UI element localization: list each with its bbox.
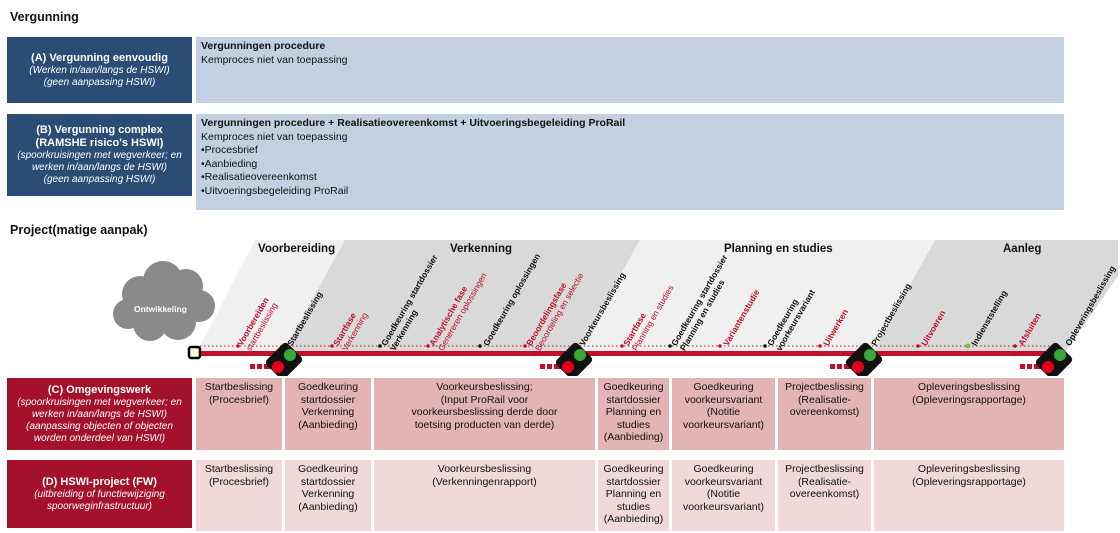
row-d-label: (D) HSWI-project (FW) (uitbreiding of fu…: [7, 460, 192, 528]
project-title: Project(matige aanpak): [10, 223, 148, 237]
row-b-title: (B) Vergunning complex (RAMSHE risico's …: [35, 124, 164, 149]
phase-band-verkenning: [282, 240, 640, 354]
row-c-sub: (spoorkruisingen met wegverkeer; en werk…: [17, 396, 182, 444]
row-d-sub: (uitbreiding of functiewijziging spoorwe…: [34, 488, 165, 512]
phase-planning: Planning en studies: [724, 243, 833, 255]
row-a-box: Vergunningen procedure Kemproces niet va…: [196, 37, 1064, 103]
cloud-label: Ontwikkeling: [134, 304, 187, 314]
row-b-sub1: (spoorkruisingen met wegverkeer; en werk…: [17, 150, 182, 173]
cloud-shape: [113, 261, 215, 341]
track-line: [200, 351, 1058, 356]
row-c-cell: Opleveringsbeslissing(Opleveringsrapport…: [874, 378, 1064, 450]
row-b-sub2: (geen aanpassing HSWI): [43, 174, 156, 185]
signal-4: [1020, 342, 1073, 376]
row-b-box: Vergunningen procedure + Realisatieovere…: [196, 114, 1064, 210]
row-c-cell: Projectbeslissing(Realisatie-overeenkoms…: [778, 378, 871, 450]
timeline-graphic: [113, 240, 1118, 376]
row-a-sub1: (Werken in/aan/langs de HSWI): [29, 64, 170, 76]
row-b-label: (B) Vergunning complex (RAMSHE risico's …: [7, 114, 192, 196]
row-d-title: (D) HSWI-project (FW): [42, 475, 157, 488]
row-b-box-line: Kemproces niet van toepassing: [201, 130, 348, 143]
row-a-box-line: Kemproces niet van toepassing: [201, 53, 348, 66]
row-b-bullet: •Realisatieovereenkomst: [201, 171, 317, 183]
phase-voorbereiding: Voorbereiding: [258, 243, 336, 255]
row-a-box-title: Vergunningen procedure: [201, 40, 326, 52]
phase-verkenning: Verkenning: [450, 243, 512, 255]
signal-1: [250, 342, 303, 376]
vergunning-title: Vergunning: [10, 10, 79, 24]
phase-band-voorbereiding: [196, 240, 345, 354]
row-a-sub2: (geen aanpassing HSWI): [43, 76, 156, 88]
row-b-box-title: Vergunningen procedure + Realisatieovere…: [201, 117, 626, 129]
row-a-title: (A) Vergunning eenvoudig: [31, 51, 168, 64]
row-c-label: (C) Omgevingswerk (spoorkruisingen met w…: [7, 378, 192, 450]
row-d-cell: Voorkeursbeslissing(Verkenningenrapport): [374, 460, 595, 531]
phase-aanleg: Aanleg: [1003, 243, 1042, 255]
row-b-bullet: •Uitvoeringsbegeleiding ProRail: [201, 184, 349, 197]
row-c-cell: Startbeslissing(Procesbrief): [196, 378, 282, 450]
phase-band-aanleg: [872, 240, 1118, 354]
phase-band-planning: [576, 240, 935, 354]
row-b-bullet: •Aanbieding: [201, 157, 258, 170]
row-a-label: (A) Vergunning eenvoudig (Werken in/aan/…: [7, 37, 192, 103]
row-d-cell: Opleveringsbeslissing(Opleveringsrapport…: [874, 460, 1064, 531]
row-b-bullet: •Procesbrief: [201, 144, 258, 156]
row-d-cell: Projectbeslissing(Realisatie-overeenkoms…: [778, 460, 871, 531]
row-d-cell: Startbeslissing(Procesbrief): [196, 460, 282, 531]
signal-2: [540, 342, 593, 376]
milestone-dots: [236, 343, 1017, 349]
signal-3: [830, 342, 883, 376]
track-start-marker: [187, 345, 202, 360]
row-c-title: (C) Omgevingswerk: [47, 383, 152, 396]
